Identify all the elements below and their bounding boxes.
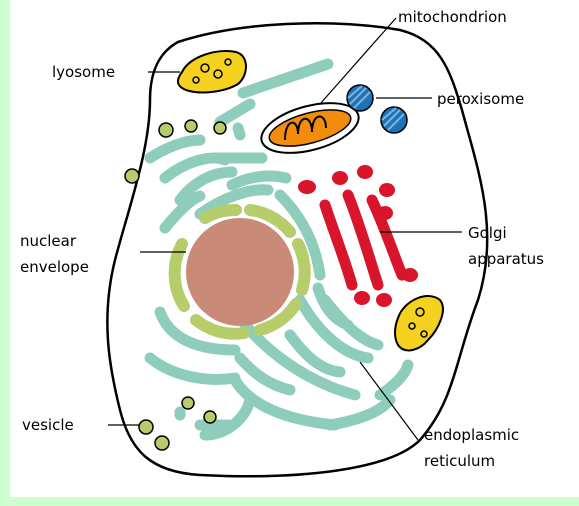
label-lyosome: lyosome	[52, 63, 115, 81]
label-golgi: Golgi	[468, 224, 507, 242]
label-reticulum: reticulum	[424, 452, 495, 470]
label-vesicle: vesicle	[22, 416, 74, 434]
label-apparatus: apparatus	[468, 250, 544, 268]
nucleus	[186, 218, 294, 326]
label-nuclear: nuclear	[20, 232, 77, 250]
label-envelope: envelope	[20, 258, 89, 276]
label-endoplasmic: endoplasmic	[424, 426, 519, 444]
label-peroxisome: peroxisome	[437, 90, 524, 108]
label-mitochondrion: mitochondrion	[398, 8, 507, 26]
